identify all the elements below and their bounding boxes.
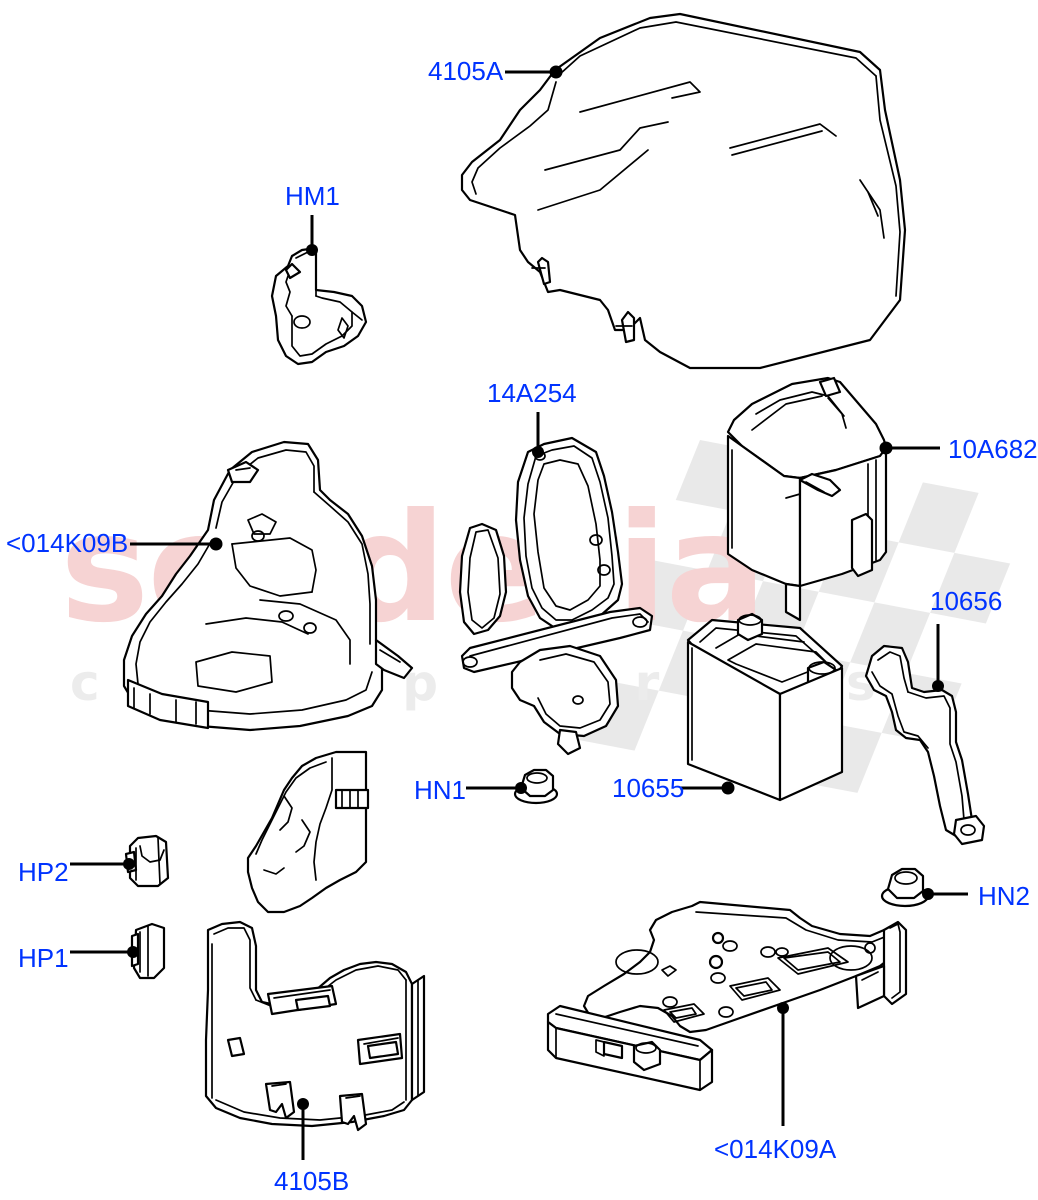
part-battery-housing-tray[interactable] (122, 440, 414, 732)
callout-10656[interactable]: 10656 (930, 586, 1002, 616)
callout-hp2[interactable]: HP2 (18, 857, 69, 887)
callout-014k09b[interactable]: <014K09B (6, 528, 128, 558)
leader-dot-hp1 (127, 946, 139, 958)
part-flange-nut-hn1[interactable] (466, 768, 559, 805)
part-battery-mounting-plate[interactable] (546, 900, 908, 1126)
leader-dot-hp2 (123, 858, 135, 870)
leader-dot-14a254 (532, 446, 544, 458)
callout-hn1[interactable]: HN1 (414, 775, 466, 805)
leader-dot-4105b (297, 1098, 309, 1110)
callout-014k09a[interactable]: <014K09A (714, 1134, 837, 1164)
leader-dot-014k09a (777, 1002, 789, 1014)
callout-10a682[interactable]: 10A682 (948, 434, 1038, 464)
part-battery-cover[interactable] (726, 376, 940, 622)
part-battery-clamp-bracket[interactable] (864, 624, 986, 846)
callout-4105b[interactable]: 4105B (274, 1166, 349, 1196)
leader-dot-10656 (932, 680, 944, 692)
part-mounting-bracket[interactable] (270, 215, 368, 366)
part-wiring-harness-bracket[interactable] (458, 412, 654, 756)
callout-labels-layer: 4105A HM1 14A254 10A682 <014K09B 10656 H… (6, 56, 1038, 1196)
part-plug-hp1[interactable] (70, 922, 166, 980)
callout-14a254[interactable]: 14A254 (487, 378, 577, 408)
callout-hn2[interactable]: HN2 (978, 881, 1030, 911)
leader-dot-hn1 (515, 782, 527, 794)
part-flange-nut-hn2[interactable] (880, 867, 968, 908)
leader-dot-10a682 (879, 441, 893, 455)
leader-dot-hn2 (922, 888, 934, 900)
part-trim-side-panel[interactable] (204, 750, 426, 1160)
callout-hp1[interactable]: HP1 (18, 943, 69, 973)
leader-dot-014k09b (209, 537, 223, 551)
leader-dot-hm1 (306, 244, 318, 256)
part-battery[interactable] (680, 612, 844, 802)
part-plug-hp2[interactable] (70, 834, 170, 888)
callout-hm1[interactable]: HM1 (285, 181, 340, 211)
part-trunk-floor-trim-cover[interactable] (460, 12, 907, 370)
leader-dot-10655 (721, 781, 735, 795)
callout-10655[interactable]: 10655 (612, 773, 684, 803)
leader-dot-4105a (549, 65, 563, 79)
callout-4105a[interactable]: 4105A (428, 56, 504, 86)
